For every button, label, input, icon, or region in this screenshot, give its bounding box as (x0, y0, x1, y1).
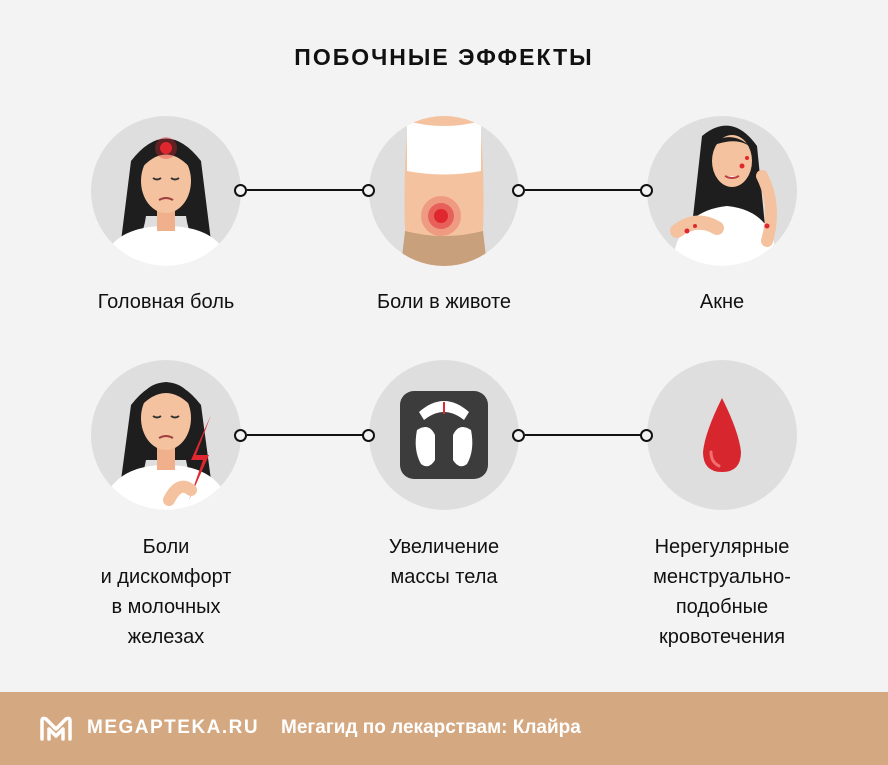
bathroom-scale-icon (369, 360, 519, 510)
effect-label: Боли в животе (376, 291, 512, 313)
connector-line (247, 434, 363, 436)
abdominal-pain-icon (369, 116, 519, 266)
blood-drop-icon (647, 360, 797, 510)
connector-dot (362, 184, 375, 197)
effect-label: Увеличение массы тела (388, 536, 500, 588)
connector-line (247, 189, 363, 191)
headache-woman-icon (91, 116, 241, 266)
connector-line (525, 434, 641, 436)
footer-bar: MEGAPTEKA.RU Мегагид по лекарствам: Клай… (0, 692, 888, 765)
effect-label: Боли и дискомфорт в молочных железах (100, 536, 232, 648)
effect-label: Нерегулярные менструально- подобные кров… (653, 536, 791, 648)
connector-dot (512, 184, 525, 197)
connector-dot (362, 429, 375, 442)
connector-line (525, 189, 641, 191)
acne-woman-icon (647, 116, 797, 266)
connector-dot (512, 429, 525, 442)
effect-label: Головная боль (97, 291, 235, 313)
brand-name[interactable]: MEGAPTEKA.RU (87, 717, 260, 738)
connector-dot (234, 429, 247, 442)
connector-dot (640, 184, 653, 197)
footer-slogan: Мегагид по лекарствам: Клайра (281, 717, 581, 738)
effect-label: Акне (699, 291, 745, 313)
megapteka-logo-icon (40, 715, 72, 746)
breast-pain-woman-icon (91, 360, 241, 510)
connector-dot (234, 184, 247, 197)
page-title: ПОБОЧНЫЕ ЭФФЕКТЫ (294, 44, 594, 70)
connector-dot (640, 429, 653, 442)
